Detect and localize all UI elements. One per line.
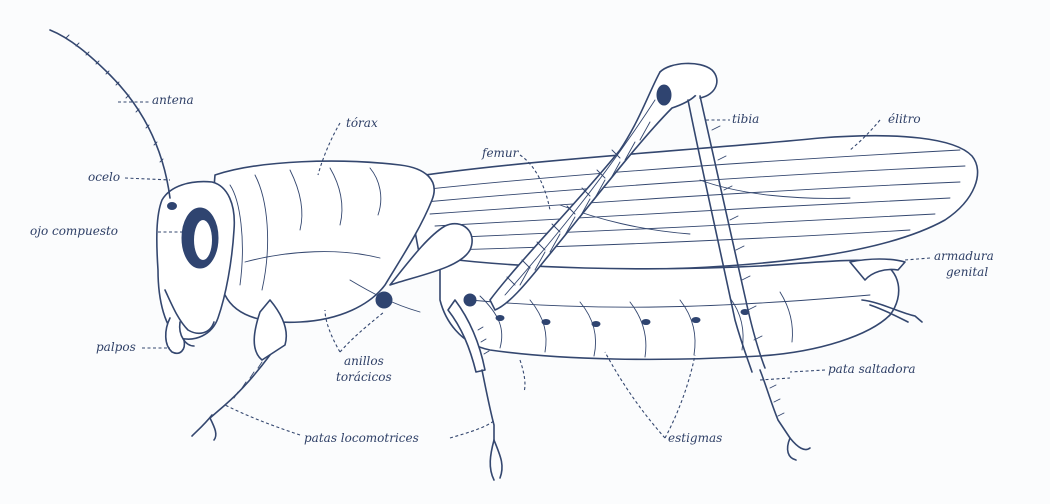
label-palpos: palpos	[96, 341, 136, 353]
label-elitro: élitro	[888, 113, 921, 125]
label-anillos: anillos	[344, 355, 384, 367]
thorax	[212, 161, 434, 322]
label-patas-locomotrices: patas locomotrices	[304, 432, 419, 444]
label-toracicos: torácicos	[336, 371, 392, 383]
label-estigmas: estigmas	[668, 432, 722, 444]
label-ojo-compuesto: ojo compuesto	[30, 225, 118, 237]
label-torax: tórax	[346, 117, 378, 129]
label-genital: genital	[946, 266, 988, 278]
label-tibia: tibia	[732, 113, 759, 125]
head	[50, 30, 234, 353]
label-armadura: armadura	[934, 250, 994, 262]
label-femur: femur	[482, 147, 518, 159]
label-ocelo: ocelo	[88, 171, 120, 183]
label-antena: antena	[152, 94, 194, 106]
label-pata-saltadora: pata saltadora	[828, 363, 916, 375]
